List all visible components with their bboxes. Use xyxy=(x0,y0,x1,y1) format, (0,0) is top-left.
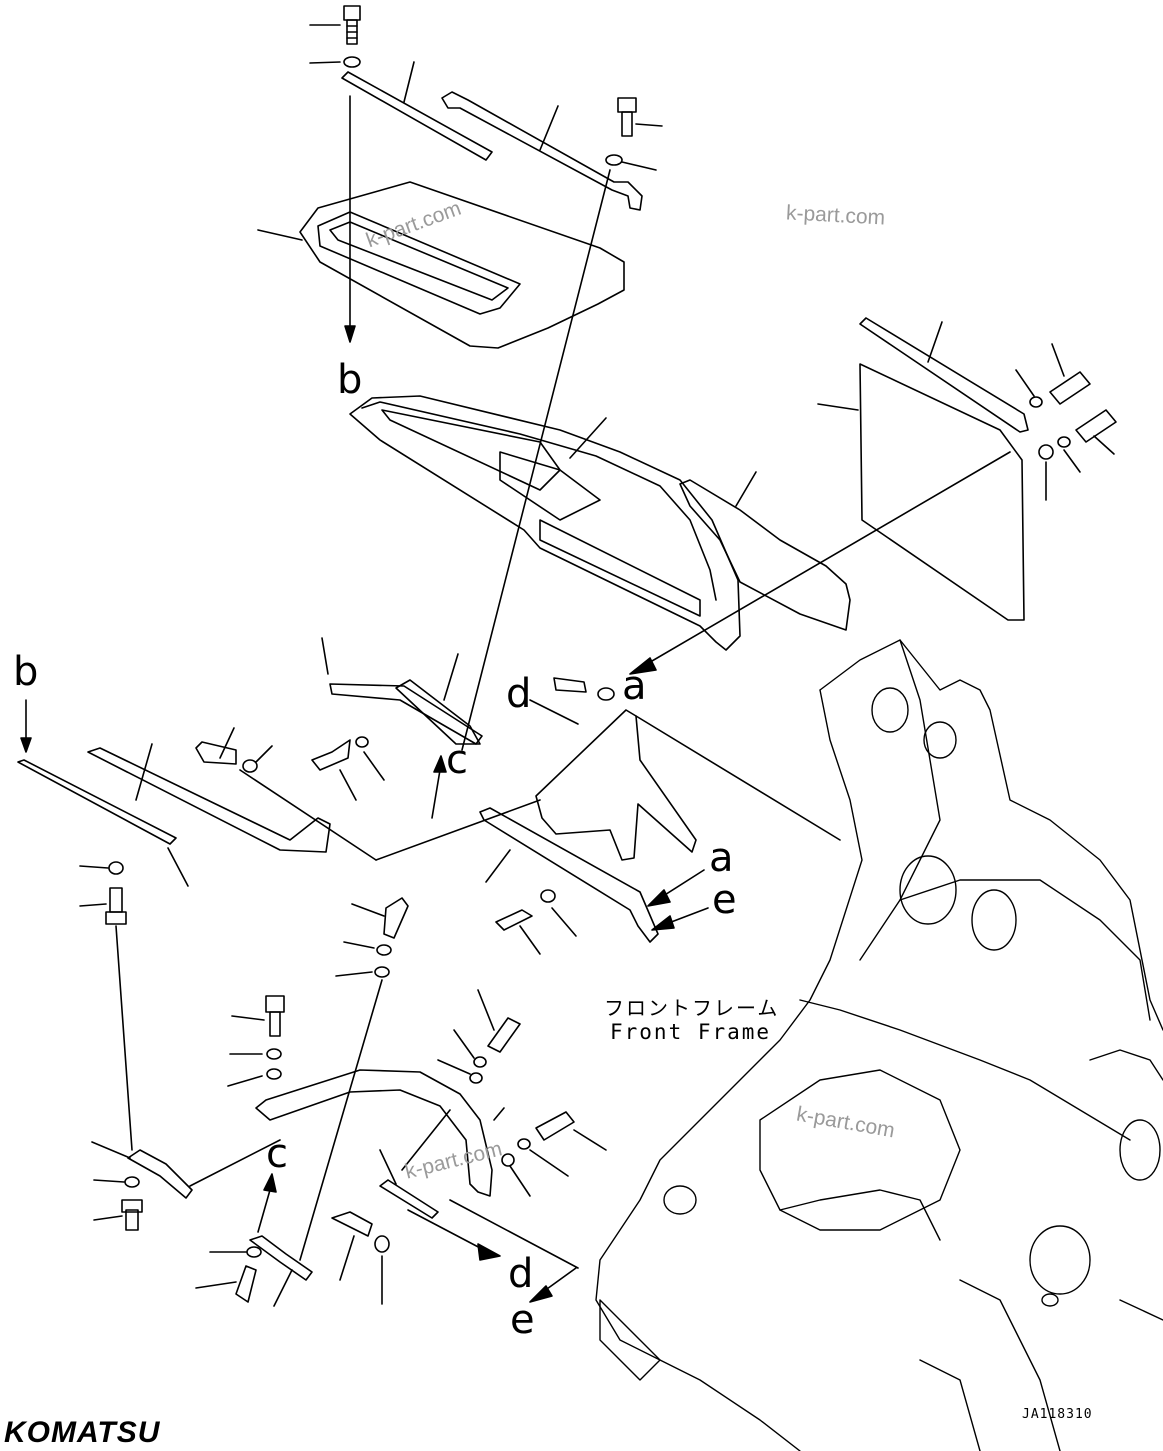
front-frame-label-jp: フロントフレーム xyxy=(604,996,780,1020)
callout-b-left: b xyxy=(13,649,39,695)
bolt-left xyxy=(105,887,127,925)
callout-d-upper: d xyxy=(506,671,532,717)
arc-stay xyxy=(255,1069,493,1197)
small-bracket-2 xyxy=(249,1235,313,1281)
bolt-low-7 xyxy=(331,1211,373,1237)
bolt-mid-1 xyxy=(195,741,237,765)
bolt-low-1 xyxy=(383,897,409,939)
bracket-strip-top xyxy=(441,91,643,211)
bolt-lower xyxy=(495,909,533,931)
drawing-code: JA118310 xyxy=(1022,1407,1093,1422)
stay-bar xyxy=(395,679,481,745)
bracket-d xyxy=(529,699,697,861)
bolt-low-5 xyxy=(121,1199,143,1231)
stay-plate xyxy=(329,683,483,745)
plate-top xyxy=(341,71,493,161)
callout-c-mid: c xyxy=(446,737,468,783)
flap-strip xyxy=(859,317,1029,433)
bolt-top xyxy=(343,5,361,45)
bolt-low-2 xyxy=(265,995,285,1037)
washer-upper-right xyxy=(605,154,623,166)
lower-bracket xyxy=(479,807,659,943)
callout-b-top: b xyxy=(337,357,363,403)
small-bracket-3 xyxy=(379,1179,439,1219)
callout-a-upper: a xyxy=(622,663,647,709)
callout-c-low: c xyxy=(266,1131,288,1177)
bolt-low-6 xyxy=(235,1265,257,1303)
callout-e-upper: e xyxy=(712,877,737,923)
long-bar-left xyxy=(17,743,331,887)
bolt-right-1 xyxy=(1049,371,1091,405)
komatsu-logo: KOMATSU xyxy=(4,1416,161,1449)
bolt-low-3 xyxy=(487,1017,521,1053)
side-plate xyxy=(679,479,851,631)
bolt-upper-right xyxy=(617,97,637,137)
callout-e-lower: e xyxy=(510,1297,535,1343)
front-frame-label-en: Front Frame xyxy=(610,1020,772,1044)
washer-top xyxy=(343,56,361,68)
bolt-low-4 xyxy=(535,1111,575,1141)
callout-d-lower: d xyxy=(508,1251,534,1297)
front-frame xyxy=(595,639,1163,1451)
callout-a-lower: a xyxy=(709,835,734,881)
fender-main xyxy=(349,395,741,651)
watermark-1: k-part.com xyxy=(785,201,886,230)
small-bracket-1 xyxy=(127,1149,193,1199)
bolt-d xyxy=(553,677,587,693)
bolt-right-2 xyxy=(1075,409,1117,443)
mud-flap xyxy=(817,363,1025,621)
bolt-mid-2 xyxy=(311,739,351,771)
